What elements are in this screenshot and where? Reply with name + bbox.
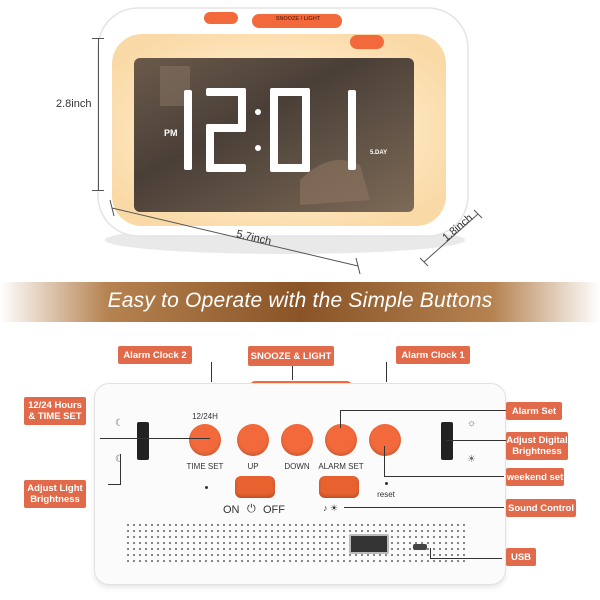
callout-snooze-light: SNOOZE & LIGHT [248,346,334,366]
vent-grid [125,522,465,562]
weekend-set-button [369,424,401,456]
moon-icon-top: ☾ [115,418,124,429]
down-button [281,424,313,456]
dim-height-cap-top [92,38,104,39]
sound-switch [319,476,359,498]
callout-hours-time-set: 12/24 Hours & TIME SET [24,397,86,425]
line-alarm-clock-1 [386,362,387,382]
reflection-chair [300,160,370,205]
dim-height-cap-bottom [92,190,104,191]
display-period: PM [164,128,178,138]
light-brightness-slot [137,422,149,460]
callout-alarm-set: Alarm Set [506,402,562,420]
dim-depth-cap-left [419,257,429,267]
usb-port [349,534,389,554]
dim-lines-svg [109,199,483,275]
label-up: UP [247,462,259,471]
dim-depth-line [423,213,479,263]
dim-height-line [98,38,99,190]
clock-back-panel: ☾ ☾ ☼ ☀ 12/24H TIME SET UP DOWN ALARM SE… [95,384,505,584]
line-usb [430,558,502,559]
sound-icon: ♪ ☀ [323,503,339,513]
line-usb-v [430,548,431,558]
power-icon: ⏻ [247,503,256,515]
top-button-right [350,35,384,49]
time-digits [184,88,356,172]
display-top-button-text: SNOOZE / LIGHT [275,16,321,22]
line-digital-brightness [446,440,508,441]
digital-brightness-slot [441,422,453,460]
dim-depth-cap-right [473,209,483,219]
up-button [237,424,269,456]
line-alarm-clock-2 [211,362,212,382]
callout-alarm-clock-1: Alarm Clock 1 [396,346,470,364]
line-weekend-set-v [384,446,385,476]
dim-height-label: 2.8inch [56,98,92,110]
line-sound-control [344,507,504,508]
alarm-set-button [325,424,357,456]
callout-weekend-set: weekend set [506,468,564,486]
label-12-24: 12/24H [192,412,218,421]
label-time-set: TIME SET [186,462,224,471]
label-on: ON [223,504,240,516]
line-hours-time-set [100,438,210,439]
callout-usb: USB [506,548,536,566]
line-alarm-set-v [340,410,341,428]
indicator-dot-left [205,486,208,489]
line-alarm-set [340,410,508,411]
on-off-switch [235,476,275,498]
line-light-brightness-h [108,484,121,485]
sun-icon-top: ☼ [467,418,477,429]
line-light-brightness [120,454,121,484]
micro-usb-port [413,544,427,550]
label-down: DOWN [284,462,310,471]
top-button-middle [252,14,342,28]
label-off: OFF [263,504,285,516]
callout-adjust-light-brightness: Adjust Light Brightness [24,480,86,508]
display-day-mode: 5.DAY [370,150,388,156]
dim-width-line [111,207,359,267]
time-set-button [189,424,221,456]
reset-dot [385,482,388,485]
callout-adjust-digital-brightness: Adjust Digital Brightness [506,432,568,460]
clock-front-illustration: PM 5.DAY SNOOZE / LIGHT [0,0,600,280]
top-button-left [204,12,238,24]
callout-sound-control: Sound Control [506,499,576,517]
label-reset: reset [377,490,395,499]
line-weekend-set [384,476,504,477]
banner: Easy to Operate with the Simple Buttons [0,282,600,322]
label-alarm-set: ALARM SET [318,462,364,471]
sun-icon-bottom: ☀ [467,454,476,465]
callout-alarm-clock-2: Alarm Clock 2 [118,346,192,364]
banner-text: Easy to Operate with the Simple Buttons [107,289,493,312]
clock-front-svg [97,7,469,254]
moon-icon-bottom: ☾ [115,454,124,465]
dim-width-cap-left [109,199,115,217]
dim-width-cap-right [355,257,361,275]
line-snooze-light [292,366,293,380]
